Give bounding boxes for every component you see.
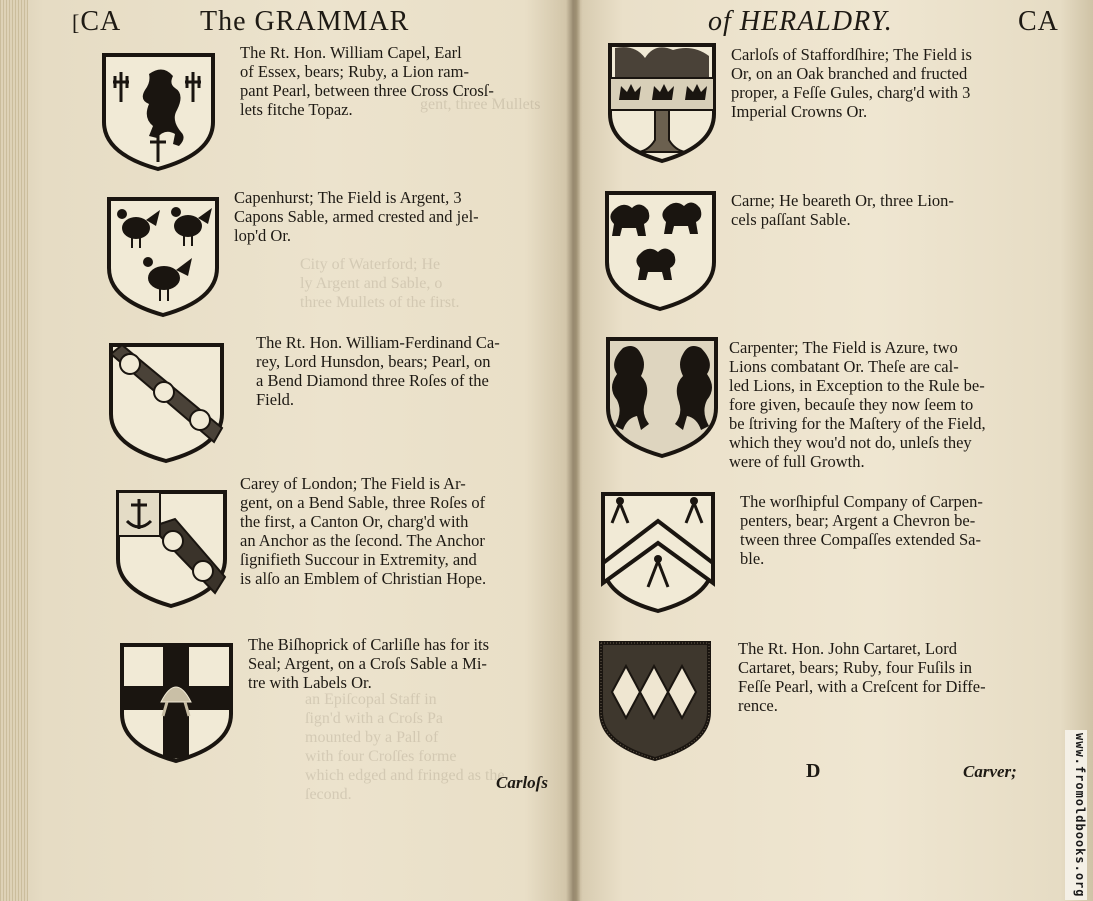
- entry-line: The worſhipful Company of Carpen-: [740, 492, 983, 511]
- entry-carpenters-company: The worſhipful Company of Carpen- penter…: [740, 492, 1030, 568]
- entry-bishopric-carlisle: The Biſhoprick of Carliſle has for its S…: [248, 635, 548, 692]
- entry-carne: Carne; He beareth Or, three Lion- cels p…: [731, 191, 1035, 229]
- entry-line: a Bend Diamond three Roſes of the: [256, 371, 489, 390]
- entry-line: Field.: [256, 390, 295, 409]
- entry-line: Imperial Crowns Or.: [731, 102, 868, 121]
- entry-line: Capenhurst; The Field is Argent, 3: [234, 188, 462, 207]
- entry-line: Carpenter; The Field is Azure, two: [729, 338, 958, 357]
- coat-of-arms-carloss: [607, 42, 717, 164]
- coat-of-arms-carpenters-company: [600, 491, 716, 614]
- coat-of-arms-bishopric-carlisle: [119, 642, 234, 764]
- entry-line: Carey of London; The Field is Ar-: [240, 474, 466, 493]
- coat-of-arms-capenhurst: [106, 196, 220, 318]
- book-gutter: [566, 0, 580, 901]
- entry-line: Seal; Argent, on a Croſs Sable a Mi-: [248, 654, 487, 673]
- entry-line: were of full Growth.: [729, 452, 865, 471]
- entry-line: ſignifieth Succour in Extremity, and: [240, 550, 477, 569]
- entry-line: The Rt. Hon. William Capel, Earl: [240, 43, 462, 62]
- entry-line: is alſo an Emblem of Christian Hope.: [240, 569, 487, 588]
- entry-line: Capons Sable, armed crested and jel-: [234, 207, 479, 226]
- page-edge: [0, 0, 28, 901]
- entry-carpenter: Carpenter; The Field is Azure, two Lions…: [729, 338, 1031, 471]
- running-head-title: The GRAMMAR: [200, 6, 410, 37]
- entry-line: The Biſhoprick of Carliſle has for its: [248, 635, 490, 654]
- show-through-text: gent, three Mullets: [420, 96, 541, 113]
- entry-carloss: Carloſs of Staffordſhire; The Field is O…: [731, 45, 1037, 121]
- entry-line: Cartaret, bears; Ruby, four Fuſils in: [738, 658, 973, 677]
- entry-line: cels paſſant Sable.: [731, 210, 851, 229]
- coat-of-arms-carne: [604, 190, 717, 312]
- entry-carey-hunsdon: The Rt. Hon. William-Ferdinand Ca- rey, …: [256, 333, 540, 409]
- entry-capel: The Rt. Hon. William Capel, Earl of Esse…: [240, 43, 536, 119]
- signature-mark: D: [806, 760, 821, 782]
- entry-line: fore given, becauſe they now ſeem to: [729, 395, 974, 414]
- watermark: www.fromoldbooks.org: [1065, 730, 1087, 900]
- catchword: Carver;: [963, 762, 1017, 781]
- entry-line: proper, a Feſſe Gules, charg'd with 3: [731, 83, 971, 102]
- entry-line: penters, bear; Argent a Chevron be-: [740, 511, 976, 530]
- entry-cartaret: The Rt. Hon. John Cartaret, Lord Cartare…: [738, 639, 1028, 715]
- entry-line: lets fitche Topaz.: [240, 100, 353, 119]
- running-head-catchword: CA: [1018, 6, 1059, 37]
- entry-line: Feſſe Pearl, with a Creſcent for Diffe-: [738, 677, 986, 696]
- catchword: Carloſs: [496, 773, 548, 792]
- coat-of-arms-carey-london: [115, 489, 228, 609]
- entry-line: Or, on an Oak branched and fructed: [731, 64, 968, 83]
- entry-line: The Rt. Hon. John Cartaret, Lord: [738, 639, 958, 658]
- entry-line: of Essex, bears; Ruby, a Lion ram-: [240, 62, 469, 81]
- running-head-catchword: [CA: [72, 6, 122, 37]
- entry-line: gent, on a Bend Sable, three Roſes of: [240, 493, 486, 512]
- entry-line: which they wou'd not do, unleſs they: [729, 433, 972, 452]
- entry-line: rence.: [738, 696, 778, 715]
- entry-line: the first, a Canton Or, charg'd with: [240, 512, 469, 531]
- entry-line: rey, Lord Hunsdon, bears; Pearl, on: [256, 352, 491, 371]
- entry-line: lop'd Or.: [234, 226, 292, 245]
- entry-line: tre with Labels Or.: [248, 673, 372, 692]
- coat-of-arms-capel: [101, 52, 216, 172]
- entry-line: an Anchor as the ſecond. The Anchor: [240, 531, 485, 550]
- entry-carey-london: Carey of London; The Field is Ar- gent, …: [240, 474, 544, 588]
- coat-of-arms-cartaret: [598, 640, 712, 762]
- entry-line: ble.: [740, 549, 765, 568]
- entry-line: tween three Compaſſes extended Sa-: [740, 530, 981, 549]
- running-head-title: of HERALDRY.: [708, 6, 893, 37]
- entry-capenhurst: Capenhurst; The Field is Argent, 3 Capon…: [234, 188, 536, 245]
- coat-of-arms-carey-hunsdon: [108, 342, 225, 464]
- entry-line: led Lions, in Exception to the Rule be-: [729, 376, 985, 395]
- entry-line: pant Pearl, between three Cross Crosſ-: [240, 81, 494, 100]
- coat-of-arms-carpenter: [605, 336, 719, 459]
- entry-line: Carloſs of Staffordſhire; The Field is: [731, 45, 972, 64]
- entry-line: The Rt. Hon. William-Ferdinand Ca-: [256, 333, 500, 352]
- entry-line: be ſtriving for the Maſtery of the Field…: [729, 414, 986, 433]
- entry-line: Carne; He beareth Or, three Lion-: [731, 191, 954, 210]
- entry-line: Lions combatant Or. Theſe are cal-: [729, 357, 959, 376]
